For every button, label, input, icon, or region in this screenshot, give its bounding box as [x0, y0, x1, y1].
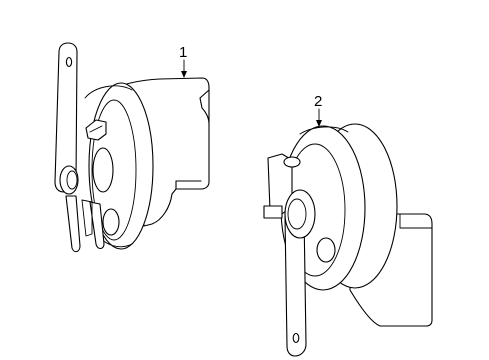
horn-1-boss	[92, 147, 114, 193]
horn-2-bracket-hole	[292, 332, 300, 344]
callout-2: 2	[314, 93, 322, 127]
callout-2-arrowhead	[316, 120, 322, 127]
horn-1-terminal	[102, 208, 120, 236]
horn-2-connector-tab	[263, 205, 283, 219]
horn-2	[263, 123, 433, 357]
horn-1-clip-line	[89, 125, 103, 133]
horn-1-disc-ring	[91, 99, 137, 241]
horn-1-bracket-hole	[65, 56, 73, 68]
horn-1-prong-c	[81, 199, 93, 237]
callout-1-arrowhead	[181, 71, 187, 78]
horn-1-bolt-head	[66, 170, 78, 190]
callout-1-label: 1	[179, 44, 187, 61]
horn-1-bolt	[59, 165, 79, 195]
horn-2-connector-post	[283, 156, 301, 168]
horn-2-rim	[299, 126, 349, 135]
horn-1-housing-step	[175, 180, 202, 190]
callout-2-label: 2	[314, 93, 322, 110]
horn-2-boss	[284, 189, 316, 239]
horn-1-housing-edge	[199, 89, 210, 125]
horn-2-bracket	[284, 213, 307, 357]
horn-1-prong-a	[65, 195, 81, 253]
horn-1-clip	[85, 119, 107, 141]
horn-1-rim	[84, 85, 133, 99]
callout-1: 1	[179, 44, 187, 78]
horn-2-bolt-head	[287, 198, 307, 230]
horn-2-terminal	[316, 237, 336, 263]
horn-1	[54, 42, 210, 253]
horn-2-housing-step	[399, 213, 433, 229]
horn-1-prong-b	[89, 201, 105, 250]
